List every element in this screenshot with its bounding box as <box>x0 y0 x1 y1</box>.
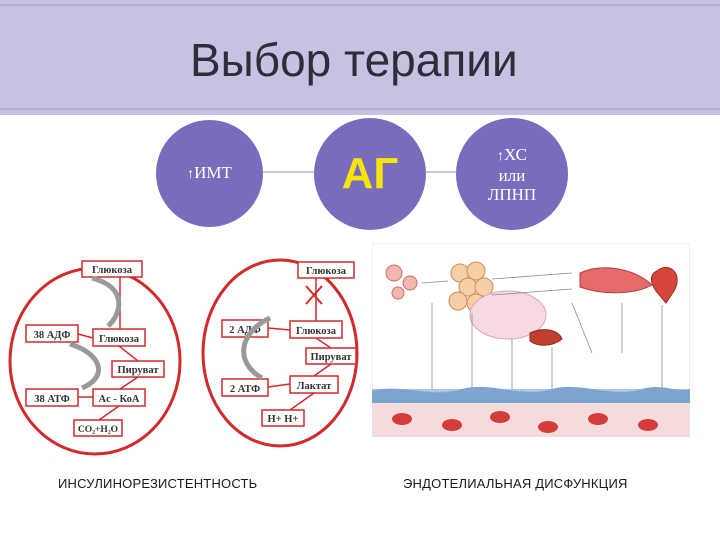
pyruvate-label: Пируват <box>118 365 160 376</box>
red-blood-cells <box>392 411 658 433</box>
co2-box <box>73 419 123 437</box>
glucose-box <box>297 261 355 279</box>
co2-label: CO₂+H₂O <box>78 425 118 435</box>
adp-label: 2 АДФ <box>229 325 261 336</box>
glucose-label: Глюкоза <box>296 326 337 337</box>
pyruvate-label: Пируват <box>311 352 353 363</box>
heart-shape <box>650 266 678 304</box>
band-stripe <box>0 108 720 110</box>
organ-shape <box>469 290 547 340</box>
macrophages <box>385 264 418 300</box>
endothelium-illustration <box>372 243 690 437</box>
atp-label: 2 АТФ <box>230 384 260 395</box>
anaerobic-cell-circle <box>201 258 359 448</box>
metabolism-diagram: Глюкоза 38 АДФ Глюкоза Пируват 38 АТФ Ac… <box>8 258 359 456</box>
cross-icon <box>305 285 323 305</box>
vessel-lumen <box>372 403 690 437</box>
ldl-label: ЛПНП <box>487 184 537 204</box>
glucose-label: Глюкоза <box>306 266 347 277</box>
page-title: Выбор терапии <box>190 34 518 86</box>
lactate-label: Лактат <box>297 381 332 392</box>
or-label: или <box>498 165 526 185</box>
title-band <box>0 0 720 115</box>
bmi-circle: ↑ИМТ <box>156 120 263 227</box>
glucose-box <box>81 260 143 278</box>
adp-label: 38 АДФ <box>34 330 71 341</box>
h-ions-box <box>261 409 305 427</box>
band-stripe <box>0 4 720 6</box>
arrow-up-icon: ↑ <box>187 167 195 182</box>
adp-box <box>25 324 79 343</box>
connector-line <box>263 171 314 173</box>
signal-arrows <box>421 272 663 393</box>
connector-line <box>426 171 456 173</box>
arrow-up-icon: ↑ <box>497 148 505 164</box>
grey-curve-arrows <box>69 275 122 391</box>
cholesterol-circle: ↑ХС или ЛПНП <box>456 118 568 230</box>
muscle-shape <box>579 267 653 294</box>
hypertension-circle: АГ <box>314 118 426 230</box>
endothelial-cells <box>372 386 690 403</box>
endothelial-dysfunction-caption: ЭНДОТЕЛИАЛЬНАЯ ДИСФУНКЦИЯ <box>403 476 628 491</box>
glucose-label: Глюкоза <box>99 334 140 345</box>
h-ions-label: H+ H+ <box>268 414 299 425</box>
bmi-label: ИМТ <box>194 163 232 182</box>
atp-box <box>221 378 269 397</box>
liver-shape <box>529 329 563 346</box>
acoa-label: Ac - КоА <box>99 394 140 405</box>
glucose-label: Глюкоза <box>92 265 133 276</box>
cholesterol-label: ХС <box>504 144 527 164</box>
grey-curve-arrows <box>241 315 272 381</box>
pathway-arrows <box>267 278 332 411</box>
atp-label: 38 АТФ <box>34 394 70 405</box>
hypertension-label: АГ <box>341 149 399 198</box>
insulin-resistance-caption: ИНСУЛИНОРЕЗИСТЕНТНОСТЬ <box>58 476 258 491</box>
